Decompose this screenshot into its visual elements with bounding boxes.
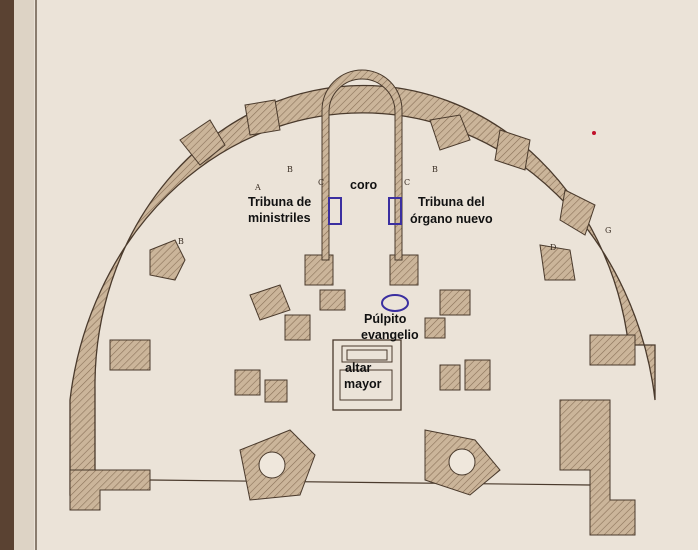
label-tribuna-ministriles: Tribuna de <box>248 195 311 209</box>
chapel-piers <box>109 99 636 403</box>
label-tribuna-organo: órgano nuevo <box>410 212 493 226</box>
page-edge <box>0 0 14 550</box>
tribuna-ministriles-marker <box>328 197 342 225</box>
stair-tower-left <box>239 429 316 501</box>
label-pulpito: evangelio <box>361 328 419 342</box>
marker-letter: A <box>254 183 261 192</box>
marker-letter: G <box>605 226 611 235</box>
label-coro: coro <box>350 178 377 192</box>
marker-letter: C <box>404 178 410 187</box>
coro-wall-left <box>321 69 403 261</box>
label-pulpito: Púlpito <box>364 312 407 326</box>
marker-letter: B <box>287 165 293 174</box>
left-wall-base <box>69 469 151 511</box>
label-tribuna-organo: Tribuna del <box>418 195 485 209</box>
marker-letter: B <box>178 237 184 246</box>
altar-mayor-structure <box>332 339 402 411</box>
pulpito-marker <box>381 294 409 312</box>
marker-letter: B <box>432 165 438 174</box>
label-tribuna-ministriles: ministriles <box>248 211 311 225</box>
marker-letter: D <box>550 243 556 252</box>
marker-letter: C <box>318 178 324 187</box>
label-altar-mayor: mayor <box>344 377 382 391</box>
right-wall-base <box>559 399 636 536</box>
stair-tower-right <box>424 429 501 496</box>
red-dot <box>592 131 596 135</box>
label-altar-mayor: altar <box>345 361 372 375</box>
tribuna-organo-marker <box>388 197 402 225</box>
